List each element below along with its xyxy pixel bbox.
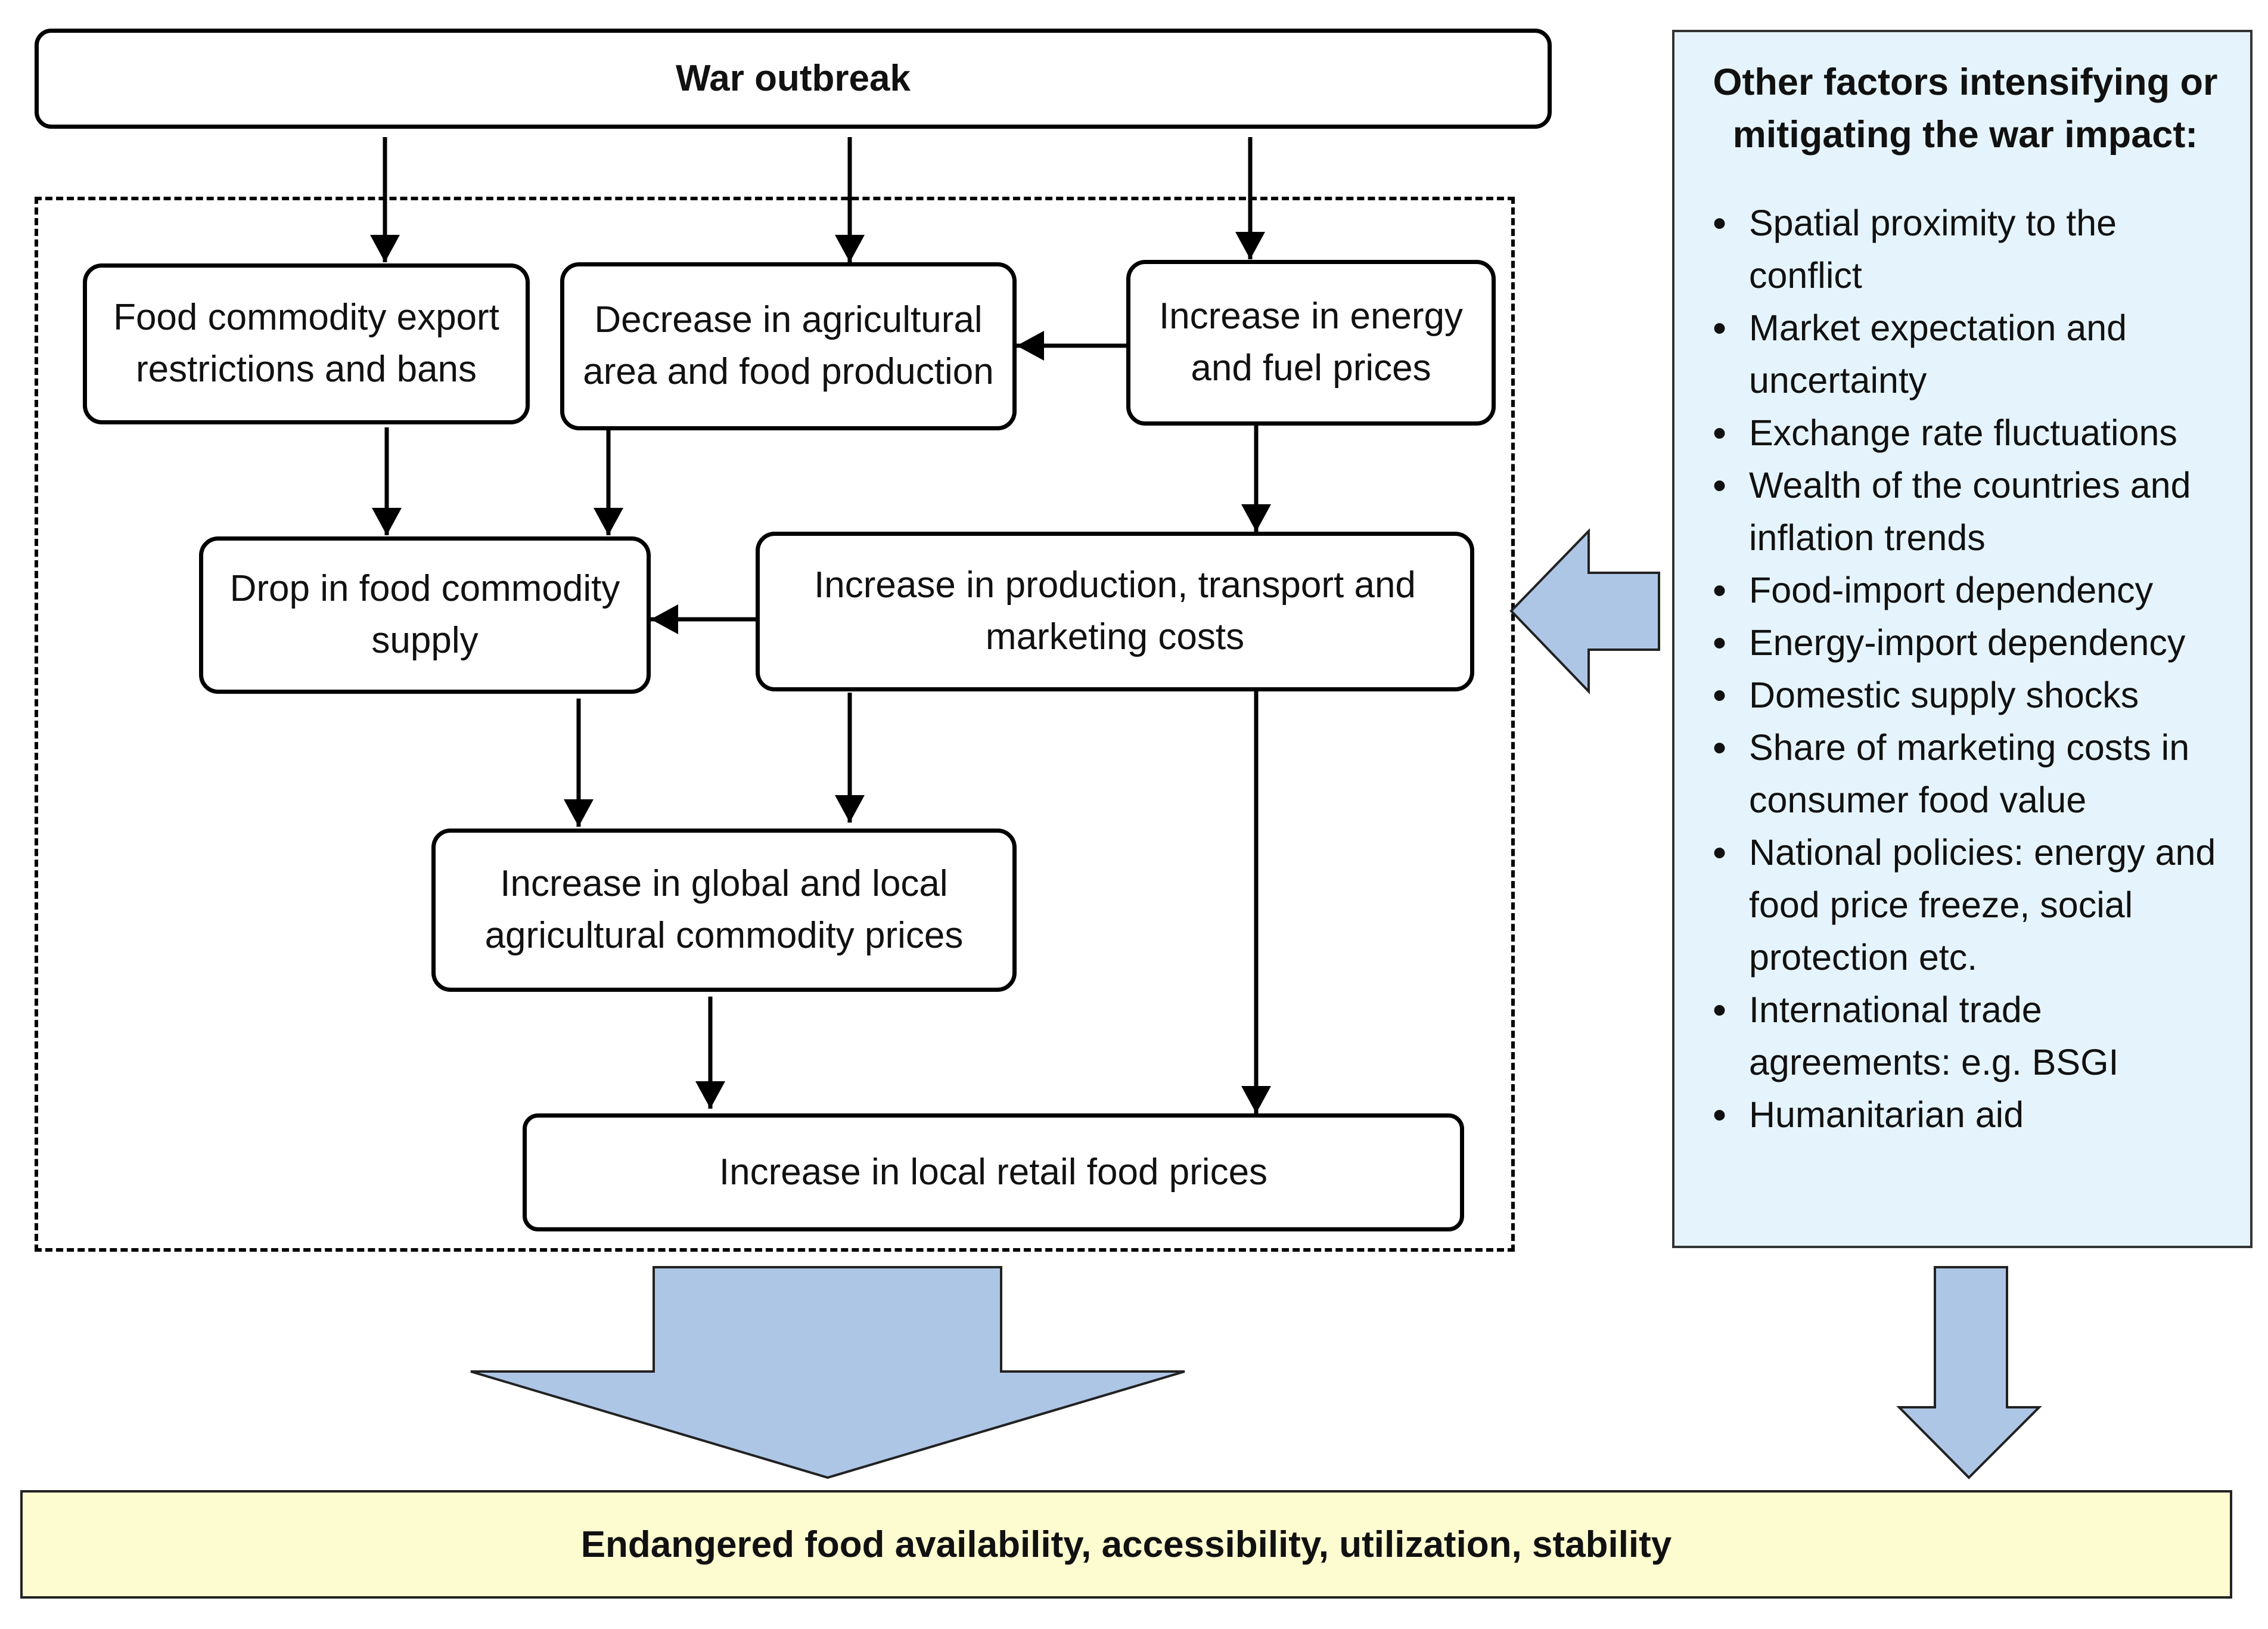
- factor-item: International trade agreements: e.g. BSG…: [1710, 983, 2220, 1088]
- other-factors-title: Other factors intensifying or mitigating…: [1713, 61, 2218, 156]
- factor-item: Wealth of the countries and inflation tr…: [1710, 459, 2220, 564]
- other-factors-panel: Other factors intensifying or mitigating…: [1672, 30, 2253, 1248]
- impact-pathway-container: [35, 197, 1515, 1252]
- energy-prices-label: Increase in energy and fuel prices: [1158, 296, 1464, 389]
- drop-supply-label: Drop in food commodity supply: [229, 568, 620, 661]
- commodity-prices-label: Increase in global and local agricultura…: [484, 863, 964, 956]
- other-factors-list: Spatial proximity to the conflict Market…: [1710, 197, 2220, 1141]
- factor-item: Market expectation and uncertainty: [1710, 302, 2220, 407]
- factor-item: Spatial proximity to the conflict: [1710, 197, 2220, 302]
- factor-item: National policies: energy and food price…: [1710, 826, 2220, 983]
- export-restrictions-box: Food commodity export restrictions and b…: [83, 263, 530, 424]
- retail-prices-label: Increase in local retail food prices: [719, 1151, 1268, 1193]
- factor-item: Energy-import dependency: [1710, 616, 2220, 669]
- factors-left-block-arrow: [1509, 528, 1660, 694]
- factor-item: Humanitarian aid: [1710, 1088, 2220, 1141]
- factors-down-block-arrow: [1896, 1266, 2042, 1479]
- export-restrictions-label: Food commodity export restrictions and b…: [113, 297, 499, 390]
- retail-prices-box: Increase in local retail food prices: [523, 1113, 1464, 1231]
- factor-item: Food-import dependency: [1710, 564, 2220, 616]
- war-outbreak-box: War outbreak: [35, 29, 1552, 129]
- decrease-agri-label: Decrease in agricultural area and food p…: [583, 299, 994, 392]
- energy-prices-box: Increase in energy and fuel prices: [1126, 260, 1496, 426]
- drop-supply-box: Drop in food commodity supply: [199, 536, 651, 694]
- commodity-prices-box: Increase in global and local agricultura…: [431, 829, 1017, 992]
- war-outbreak-label: War outbreak: [676, 57, 911, 99]
- outcome-box: Endangered food availability, accessibil…: [20, 1490, 2232, 1599]
- factor-item: Domestic supply shocks: [1710, 669, 2220, 721]
- outcome-label: Endangered food availability, accessibil…: [580, 1523, 1672, 1565]
- production-costs-box: Increase in production, transport and ma…: [756, 532, 1474, 691]
- factor-item: Share of marketing costs in consumer foo…: [1710, 721, 2220, 826]
- decrease-agri-box: Decrease in agricultural area and food p…: [560, 262, 1017, 430]
- main-down-block-arrow: [470, 1266, 1185, 1479]
- factor-item: Exchange rate fluctuations: [1710, 407, 2220, 459]
- production-costs-label: Increase in production, transport and ma…: [814, 564, 1416, 657]
